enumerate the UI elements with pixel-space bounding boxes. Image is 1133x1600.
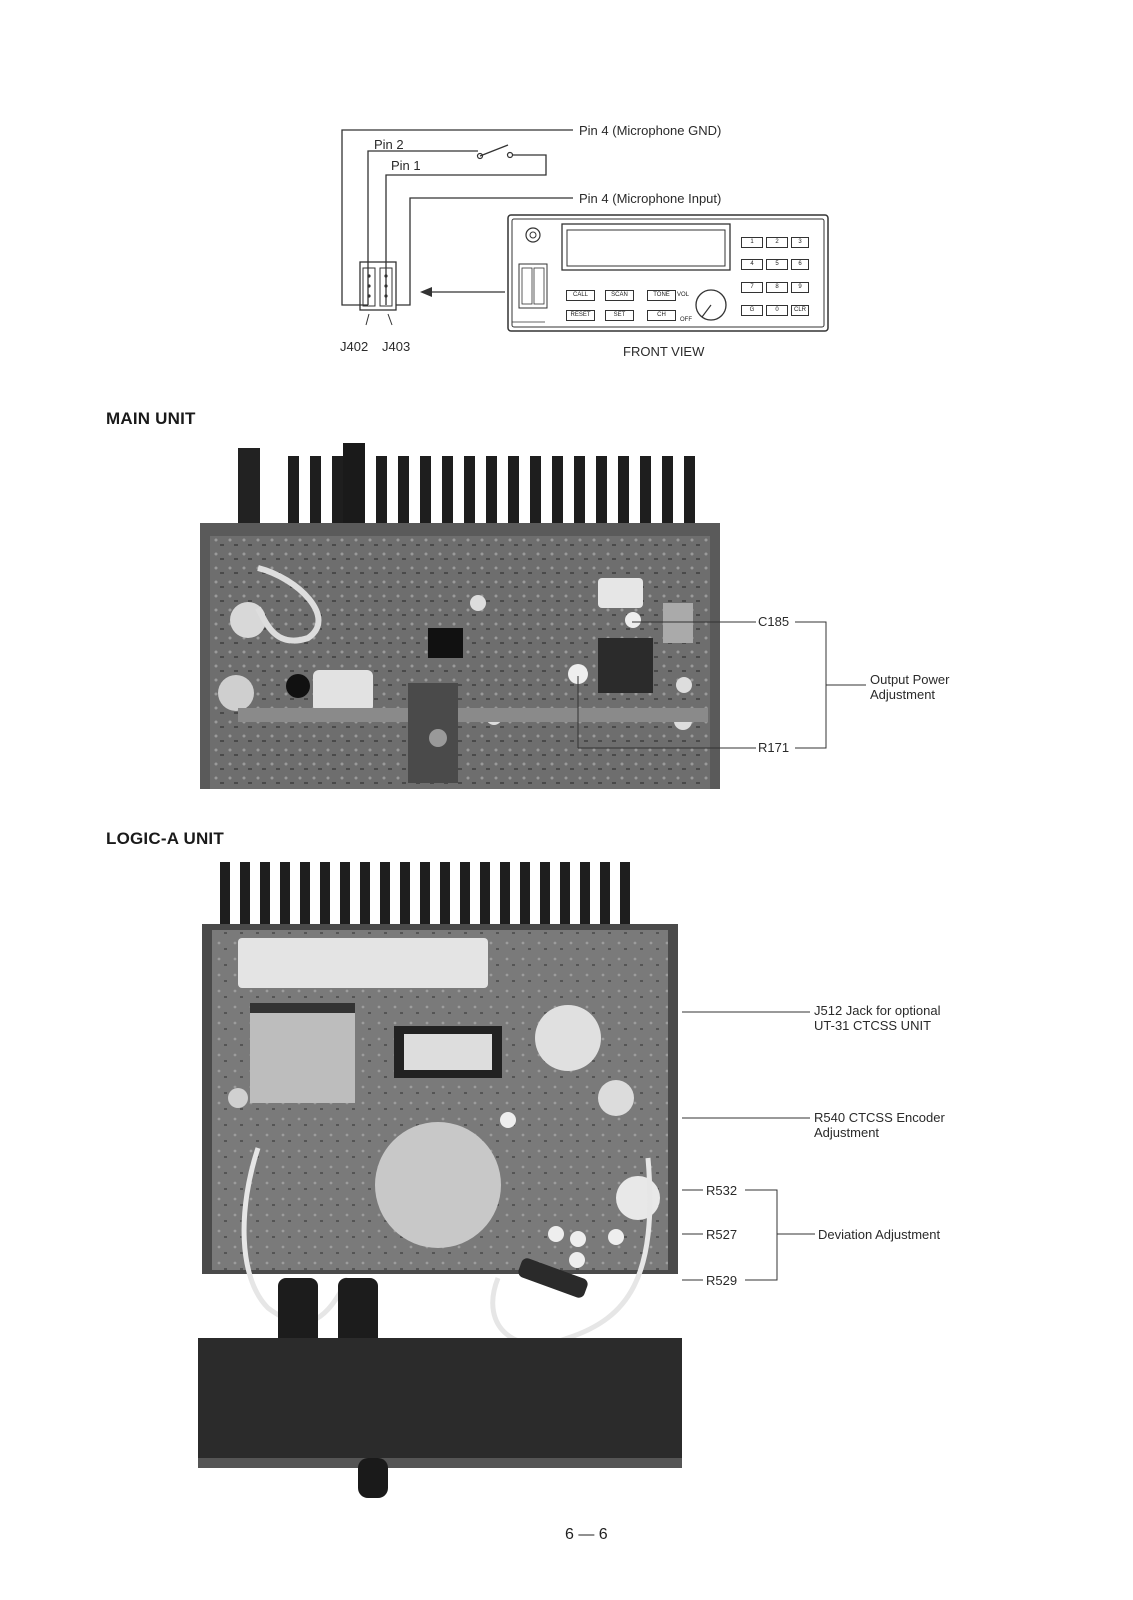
key-2: 2 (766, 237, 788, 248)
reset-key: RESET (566, 310, 595, 321)
front-view-caption: FRONT VIEW (623, 344, 705, 359)
main-unit-drawing (200, 443, 720, 789)
r171-label: R171 (758, 740, 790, 755)
wiring-diagram: Pin 2 Pin 1 Pin 4 (Microphone GND) Pin 4… (0, 0, 1133, 380)
main-unit-heading: MAIN UNIT (106, 409, 196, 428)
key-9: 9 (791, 282, 809, 293)
j403-label: J403 (382, 339, 411, 354)
main-unit-photo (198, 438, 722, 789)
mic-input-label: Pin 4 (Microphone Input) (579, 191, 722, 206)
key-clr: CLR (791, 305, 809, 316)
key-7: 7 (741, 282, 763, 293)
scan-key: SCAN (605, 290, 634, 301)
r527-label: R527 (706, 1227, 738, 1242)
call-key: CALL (566, 290, 595, 301)
key-g: G (741, 305, 763, 316)
switch-icon (476, 144, 514, 160)
set-key: SET (605, 310, 634, 321)
logic-unit-drawing (198, 862, 682, 1498)
ch-key: CH (647, 310, 676, 321)
j512-label: J512 Jack for optional UT-31 CTCSS UNIT (814, 1003, 941, 1033)
page-number: 6 — 6 (565, 1526, 608, 1543)
output-power-label: Output Power Adjustment (870, 672, 950, 702)
r529-label: R529 (706, 1273, 738, 1288)
key-1: 1 (741, 237, 763, 248)
vol-label: VOL (677, 292, 690, 298)
logic-a-unit-heading: LOGIC-A UNIT (106, 829, 224, 848)
key-5: 5 (766, 259, 788, 270)
volume-knob-icon (695, 289, 727, 321)
j402-label: J402 (340, 339, 369, 354)
key-8: 8 (766, 282, 788, 293)
wiring-lines (341, 129, 829, 332)
r540-label: R540 CTCSS Encoder Adjustment (814, 1110, 945, 1140)
key-4: 4 (741, 259, 763, 270)
key-6: 6 (791, 259, 809, 270)
key-3: 3 (791, 237, 809, 248)
tone-key: TONE (647, 290, 676, 301)
c185-label: C185 (758, 614, 790, 629)
r532-label: R532 (706, 1183, 738, 1198)
deviation-label: Deviation Adjustment (818, 1227, 941, 1242)
mic-gnd-label: Pin 4 (Microphone GND) (579, 123, 722, 138)
logic-unit-photo (198, 858, 682, 1500)
left-arrow-icon (420, 287, 505, 297)
pin1-label: Pin 1 (391, 158, 421, 173)
key-0: 0 (766, 305, 788, 316)
pin2-label: Pin 2 (374, 137, 404, 152)
off-label: OFF (680, 317, 692, 323)
